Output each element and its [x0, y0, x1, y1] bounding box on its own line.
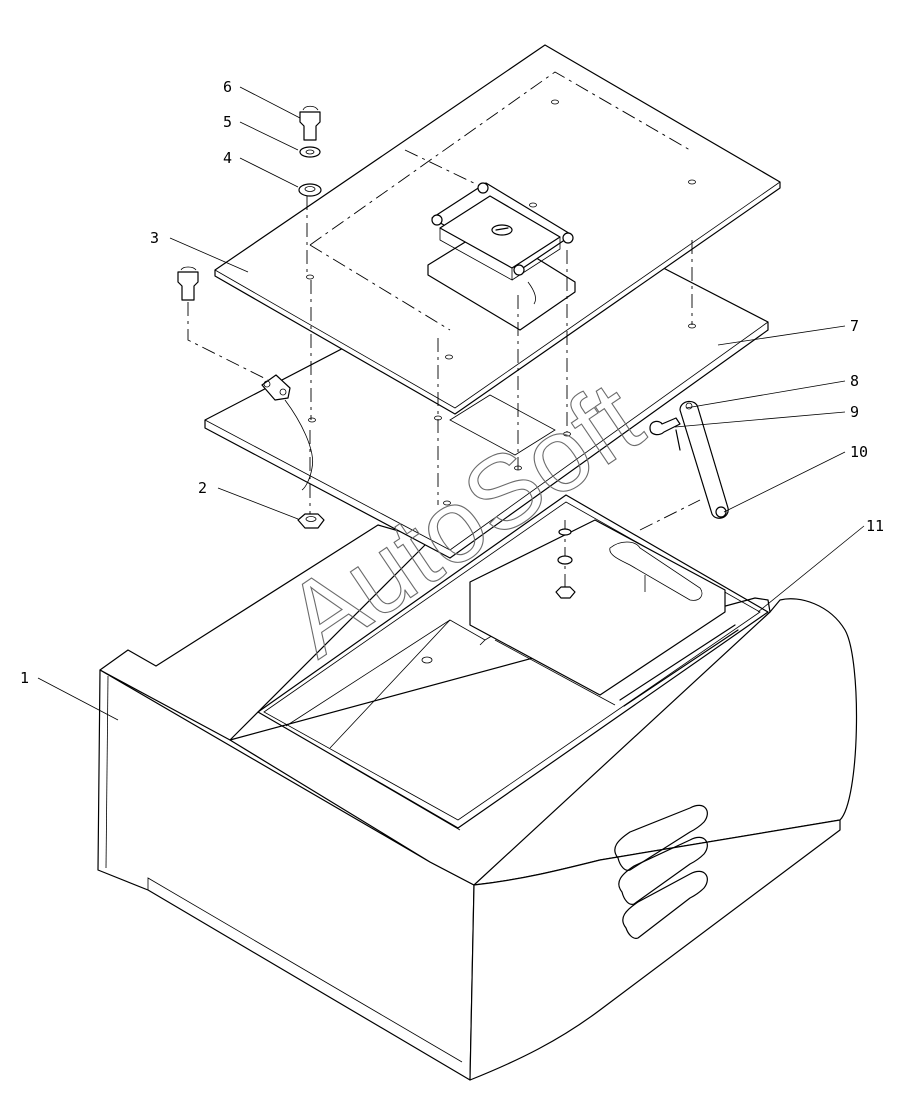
side-vents	[614, 804, 708, 939]
callout-11: 11	[866, 517, 884, 535]
callout-4: 4	[223, 149, 232, 167]
callout-3: 3	[150, 229, 159, 247]
tray-frame	[257, 494, 769, 831]
center-mechanism	[431, 182, 574, 305]
callout-1: 1	[20, 669, 29, 687]
callout-10: 10	[850, 443, 868, 461]
callout-2: 2	[198, 479, 207, 497]
callout-leaders	[37, 86, 865, 721]
callout-5: 5	[223, 113, 232, 131]
callout-7: 7	[850, 317, 859, 335]
callout-9: 9	[850, 403, 859, 421]
callout-8: 8	[850, 372, 859, 390]
screw-stack	[298, 105, 322, 197]
hinge-bracket	[177, 266, 314, 491]
lower-fasteners	[555, 528, 576, 599]
nut-part-2	[297, 513, 325, 529]
link-arm	[649, 400, 729, 519]
callout-numbers: 1 2 3 4 5 6 7 8 9 10 11	[20, 78, 884, 687]
callout-6: 6	[223, 78, 232, 96]
